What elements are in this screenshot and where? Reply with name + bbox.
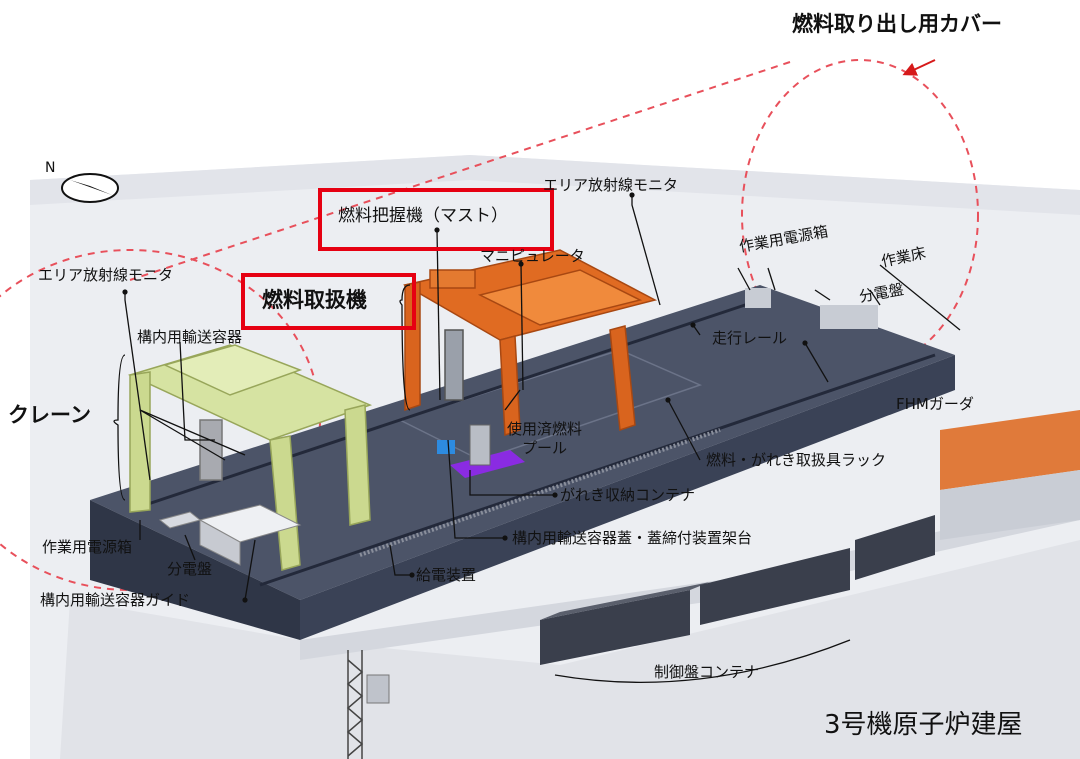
label-area-radiation-monitor-right: エリア放射線モニタ xyxy=(543,176,679,194)
lattice-tower xyxy=(346,650,364,759)
label-onsite-transport-container: 構内用輸送容器 xyxy=(137,328,243,346)
mast-lower xyxy=(469,424,491,466)
label-fuel-grapple-mast: 燃料把握機（マスト） xyxy=(338,206,508,226)
crane-structure xyxy=(127,344,373,571)
label-spent-fuel-pool: 使用済燃料 プール xyxy=(507,420,583,457)
operating-floor xyxy=(90,285,955,640)
label-area-radiation-monitor-left: エリア放射線モニタ xyxy=(38,266,174,284)
label-fuel-handling-machine: 燃料取扱機 xyxy=(262,288,367,312)
highlight-box-mast xyxy=(318,188,554,251)
leader-lines xyxy=(113,192,961,683)
label-distribution-panel-bottom: 分電盤 xyxy=(167,560,213,578)
highlight-box-fhm xyxy=(241,273,416,330)
label-travel-rail: 走行レール xyxy=(712,329,788,347)
label-fuel-debris-tool-rack: 燃料・がれき取扱具ラック xyxy=(706,451,887,469)
label-control-panel-container: 制御盤コンテナ xyxy=(654,663,760,681)
control-panel-containers xyxy=(540,515,935,665)
label-lid-bolting-stand: 構内用輸送容器蓋・蓋締付装置架台 xyxy=(512,529,753,547)
label-fhm-girder: FHMガーダ xyxy=(896,395,974,413)
fuel-handling-machine xyxy=(402,249,658,437)
transport-container-guide xyxy=(158,504,302,566)
label-debris-container: がれき収納コンテナ xyxy=(560,486,696,504)
compass-icon xyxy=(61,173,119,203)
label-power-feed-device: 給電装置 xyxy=(416,566,477,584)
label-work-power-box-bottom: 作業用電源箱 xyxy=(42,538,133,556)
compass-north-label: N xyxy=(45,160,56,176)
label-transport-container-guide: 構内用輸送容器ガイド xyxy=(40,591,191,609)
cover-arrow xyxy=(902,59,936,76)
label-crane: クレーン xyxy=(8,403,91,427)
cover-title: 燃料取り出し用カバー xyxy=(792,12,1002,36)
label-manipulator: マニピュレータ xyxy=(480,247,585,265)
building-title: 3号機原子炉建屋 xyxy=(824,710,1023,740)
lid-stand xyxy=(437,440,455,454)
